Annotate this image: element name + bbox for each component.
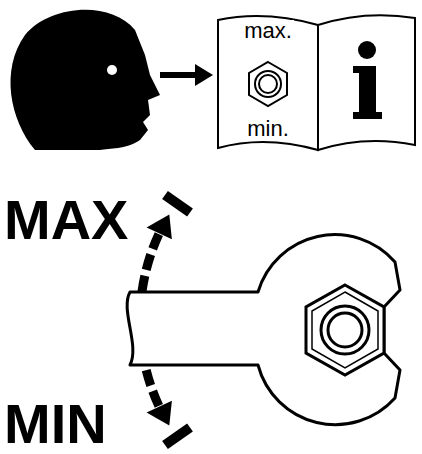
wrench bbox=[127, 235, 400, 425]
book-right-page bbox=[318, 15, 415, 150]
nut bbox=[306, 285, 384, 375]
book-nut-symbol bbox=[249, 62, 287, 106]
info-symbol bbox=[353, 41, 382, 119]
look-arrow bbox=[160, 72, 197, 78]
max-label: max. bbox=[242, 20, 294, 42]
head-silhouette bbox=[11, 10, 160, 150]
book-left-page bbox=[218, 16, 318, 150]
eye bbox=[107, 65, 117, 75]
max-heading: MAX bbox=[4, 192, 128, 248]
min-heading: MIN bbox=[4, 396, 107, 452]
min-label: min. bbox=[245, 118, 291, 140]
look-arrowhead bbox=[195, 64, 213, 86]
